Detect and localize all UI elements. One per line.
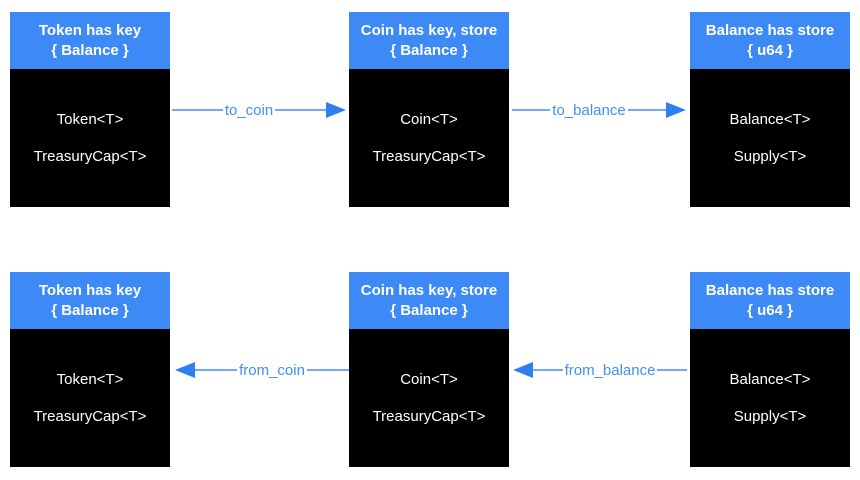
arrowhead-right-icon bbox=[326, 102, 346, 118]
box-item: TreasuryCap<T> bbox=[33, 407, 147, 425]
arrow-line bbox=[512, 109, 551, 111]
box-header-line: Balance has store bbox=[705, 281, 835, 299]
box-body: Token<T> TreasuryCap<T> bbox=[10, 69, 170, 207]
box-item: TreasuryCap<T> bbox=[33, 147, 147, 165]
struct-box-coin-bottom: Coin has key, store { Balance } Coin<T> … bbox=[349, 272, 509, 467]
box-header: Coin has key, store { Balance } bbox=[349, 12, 509, 69]
arrow-line bbox=[657, 369, 688, 371]
box-header: Coin has key, store { Balance } bbox=[349, 272, 509, 329]
box-item: Coin<T> bbox=[400, 110, 458, 128]
struct-box-coin-top: Coin has key, store { Balance } Coin<T> … bbox=[349, 12, 509, 207]
box-header: Token has key { Balance } bbox=[10, 12, 170, 69]
arrow-from-balance: from_balance bbox=[513, 361, 688, 379]
arrow-label: from_coin bbox=[239, 361, 305, 379]
box-body: Balance<T> Supply<T> bbox=[690, 329, 850, 467]
box-header-line: Balance has store bbox=[705, 21, 835, 39]
struct-box-balance-bottom: Balance has store { u64 } Balance<T> Sup… bbox=[690, 272, 850, 467]
arrow-to-coin: to_coin bbox=[172, 101, 346, 119]
box-header: Balance has store { u64 } bbox=[690, 12, 850, 69]
box-header-line: { Balance } bbox=[51, 41, 129, 59]
box-header-line: { u64 } bbox=[747, 41, 793, 59]
arrow-line bbox=[533, 369, 563, 371]
arrow-to-balance: to_balance bbox=[512, 101, 686, 119]
box-item: TreasuryCap<T> bbox=[372, 407, 486, 425]
arrow-label: from_balance bbox=[564, 361, 656, 379]
box-header: Token has key { Balance } bbox=[10, 272, 170, 329]
struct-box-token-top: Token has key { Balance } Token<T> Treas… bbox=[10, 12, 170, 207]
arrow-line bbox=[627, 109, 666, 111]
box-header-line: { Balance } bbox=[390, 301, 468, 319]
box-item: Balance<T> bbox=[729, 370, 811, 388]
box-body: Token<T> TreasuryCap<T> bbox=[10, 329, 170, 467]
arrowhead-right-icon bbox=[666, 102, 686, 118]
box-item: Token<T> bbox=[56, 110, 124, 128]
box-header-line: Token has key bbox=[38, 21, 142, 39]
box-header-line: { u64 } bbox=[747, 301, 793, 319]
box-header: Balance has store { u64 } bbox=[690, 272, 850, 329]
arrow-line bbox=[306, 369, 350, 371]
box-body: Balance<T> Supply<T> bbox=[690, 69, 850, 207]
box-header-line: { Balance } bbox=[390, 41, 468, 59]
box-item: TreasuryCap<T> bbox=[372, 147, 486, 165]
box-header-line: { Balance } bbox=[51, 301, 129, 319]
arrow-line bbox=[195, 369, 238, 371]
arrow-line bbox=[172, 109, 223, 111]
box-item: Balance<T> bbox=[729, 110, 811, 128]
box-item: Token<T> bbox=[56, 370, 124, 388]
box-item: Coin<T> bbox=[400, 370, 458, 388]
arrow-label: to_coin bbox=[224, 101, 274, 119]
box-item: Supply<T> bbox=[733, 147, 807, 165]
box-header-line: Token has key bbox=[38, 281, 142, 299]
box-body: Coin<T> TreasuryCap<T> bbox=[349, 329, 509, 467]
arrowhead-left-icon bbox=[513, 362, 533, 378]
arrow-line bbox=[275, 109, 326, 111]
struct-box-balance-top: Balance has store { u64 } Balance<T> Sup… bbox=[690, 12, 850, 207]
arrow-label: to_balance bbox=[552, 101, 626, 119]
box-body: Coin<T> TreasuryCap<T> bbox=[349, 69, 509, 207]
struct-box-token-bottom: Token has key { Balance } Token<T> Treas… bbox=[10, 272, 170, 467]
box-header-line: Coin has key, store bbox=[360, 21, 498, 39]
box-item: Supply<T> bbox=[733, 407, 807, 425]
arrowhead-left-icon bbox=[175, 362, 195, 378]
box-header-line: Coin has key, store bbox=[360, 281, 498, 299]
arrow-from-coin: from_coin bbox=[175, 361, 350, 379]
